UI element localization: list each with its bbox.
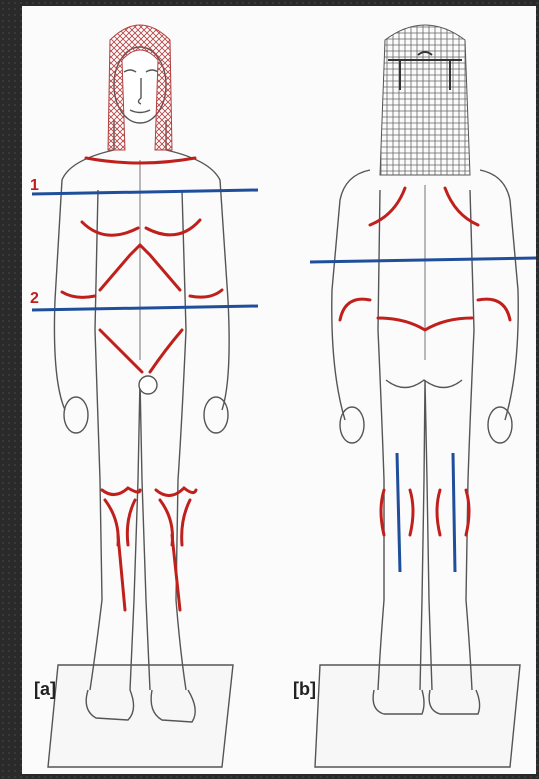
hair-back [380, 25, 470, 175]
base-back [315, 665, 520, 767]
line-1-label: 1 [30, 177, 39, 194]
panel-a-label: [a] [34, 679, 56, 699]
base-front [48, 665, 233, 767]
blue-line-back-leg-right [453, 453, 455, 572]
line-2-label: 2 [30, 290, 39, 307]
panel-b-label: [b] [293, 679, 316, 699]
